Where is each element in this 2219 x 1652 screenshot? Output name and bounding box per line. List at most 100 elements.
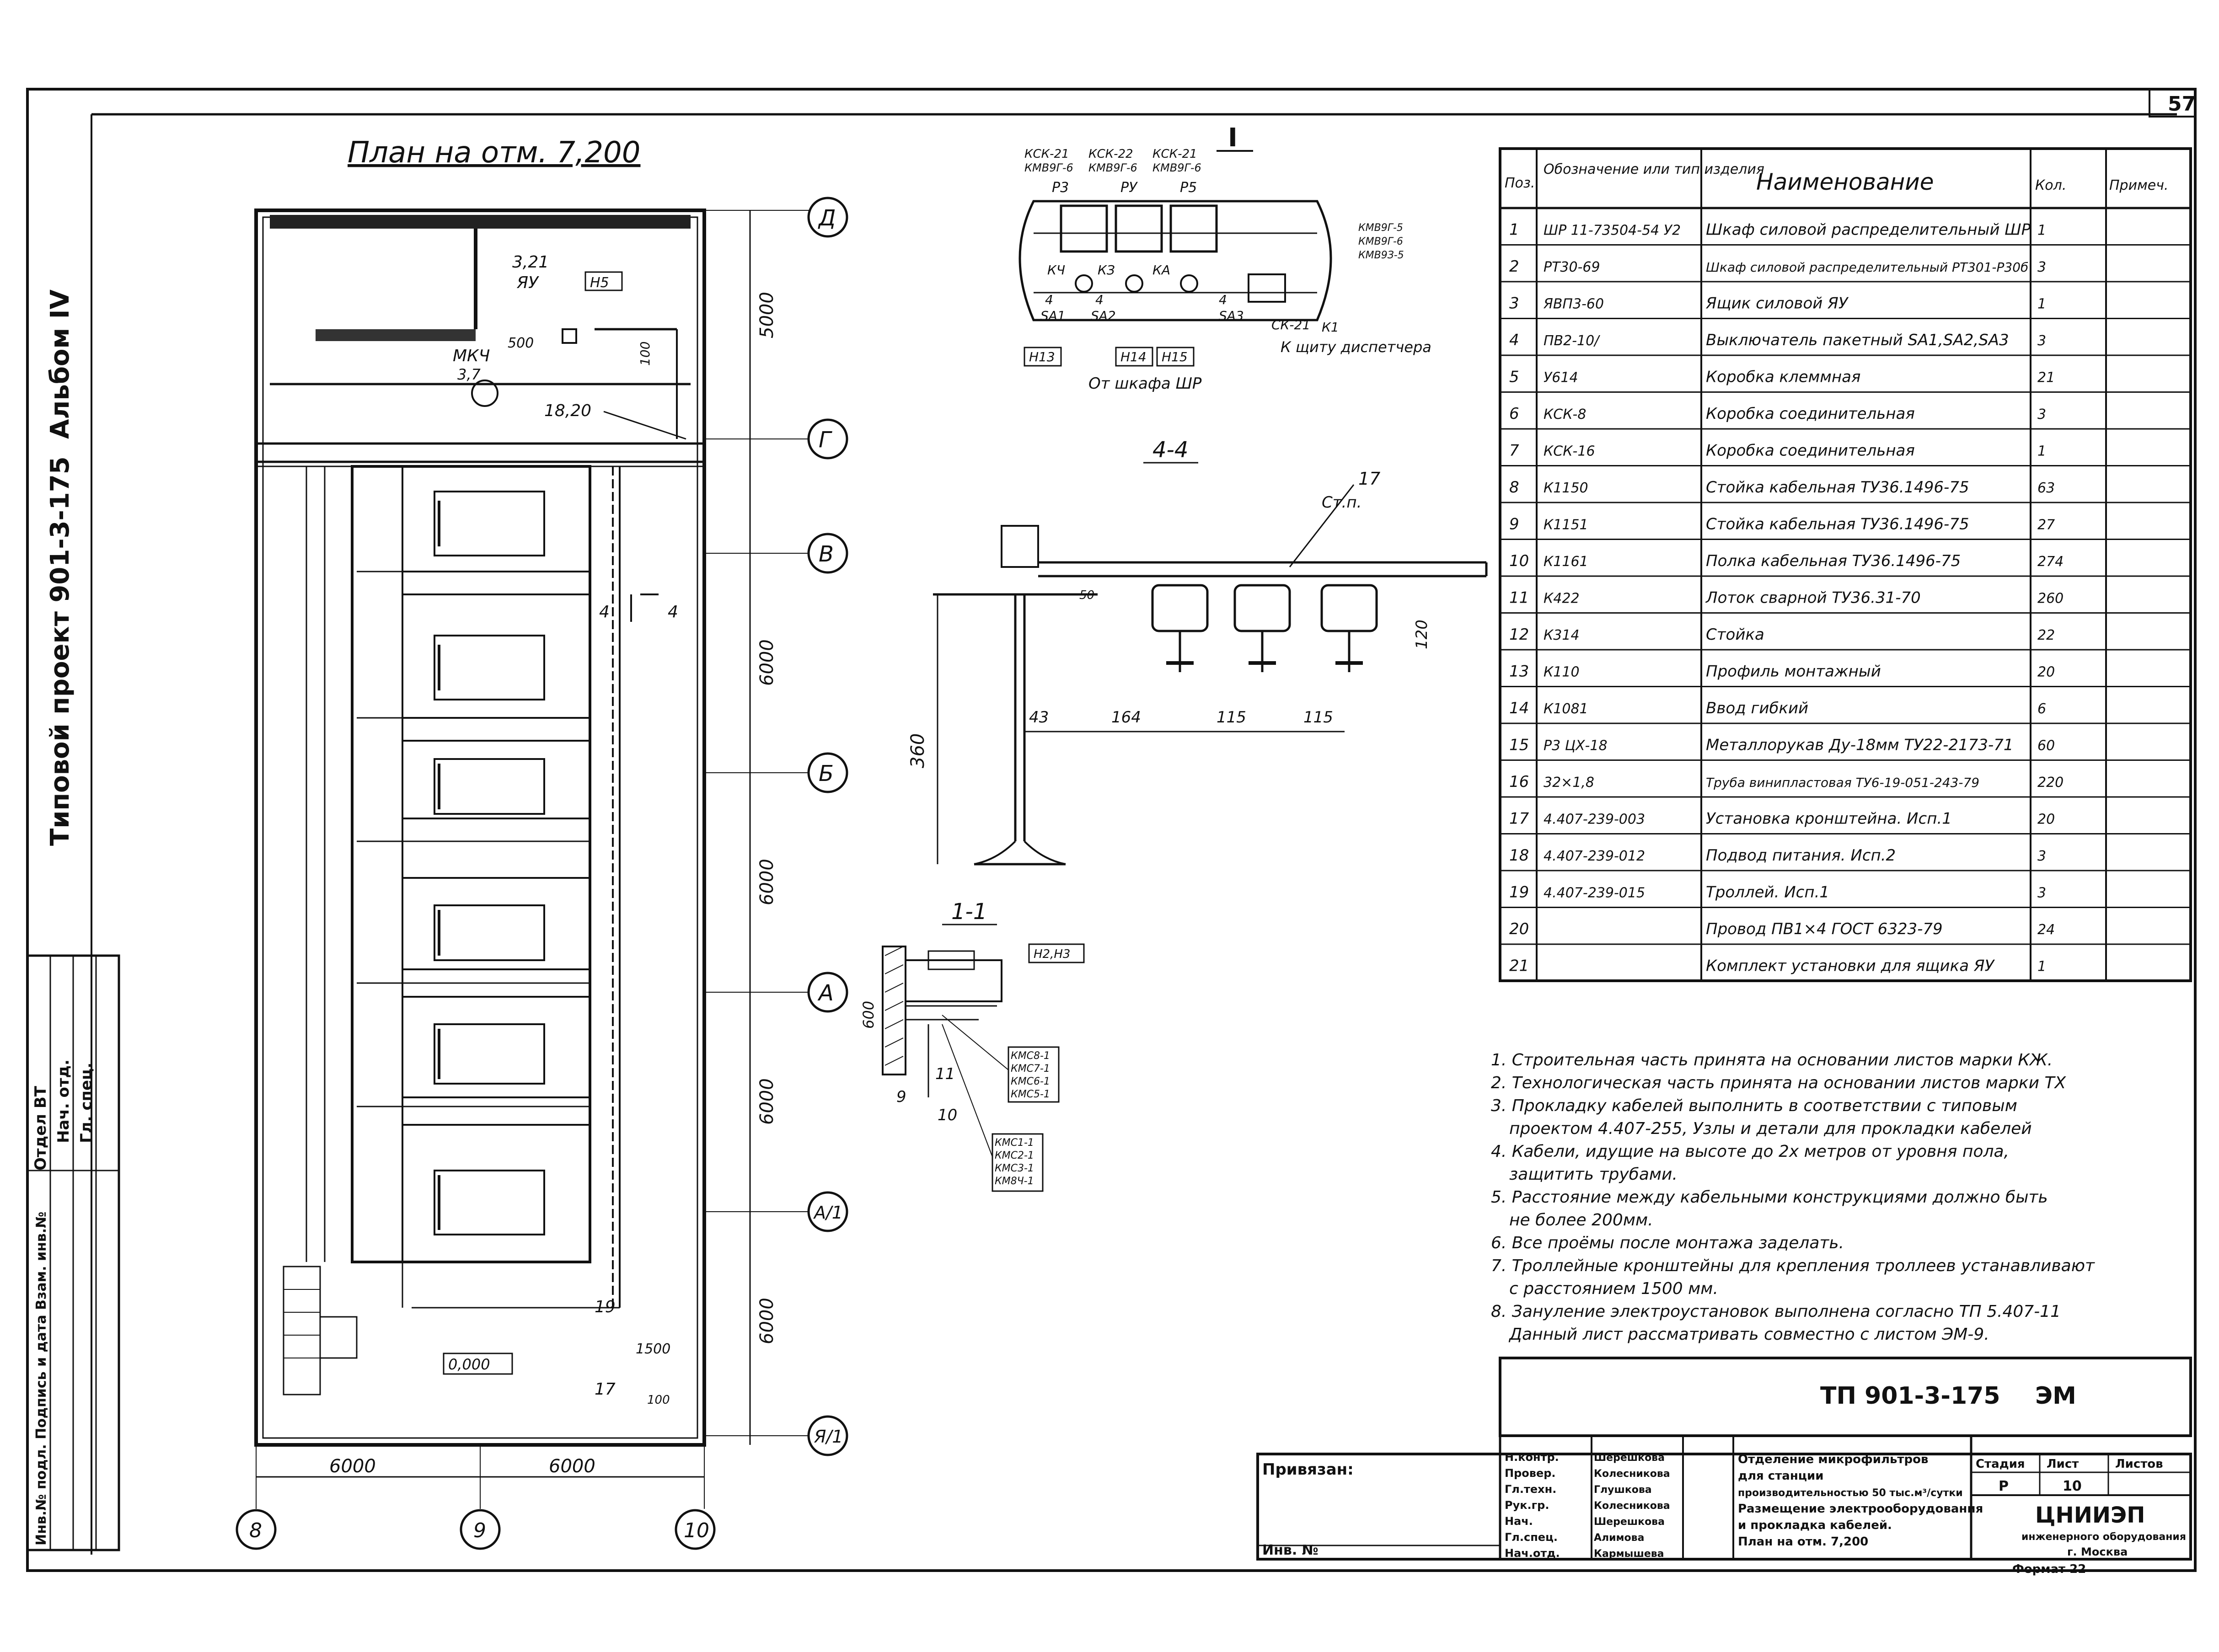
spec-cell: 18 <box>1509 846 1529 865</box>
dim-right-4: 6000 <box>756 639 777 686</box>
spec-cell: Р3 ЦХ-18 <box>1544 738 1608 754</box>
s11-tag-b4: КМ8Ч-1 <box>995 1176 1034 1187</box>
spec-cell: У614 <box>1544 370 1578 386</box>
tb-name-7: Кармышева <box>1594 1548 1664 1560</box>
d1-right-2: КМВ9Г-6 <box>1358 236 1403 247</box>
spec-cell: 22 <box>2037 627 2055 643</box>
spec-cell: 4.407-239-003 <box>1544 812 1645 828</box>
spec-cell: Профиль монтажный <box>1706 663 1881 681</box>
tb-desc-3: производительностью 50 тыс.м³/сутки <box>1738 1487 1963 1499</box>
d1-low-1: КЧ <box>1047 262 1065 278</box>
spec-cell: 4.407-239-012 <box>1544 848 1645 864</box>
d1-k1: К1 <box>1322 320 1339 335</box>
n5-tag: Н5 <box>590 275 609 291</box>
spec-cell: К110 <box>1544 664 1580 680</box>
mark-321: 3,21 <box>512 253 549 272</box>
note-line: 5. Расстояние между кабельными конструкц… <box>1491 1188 2048 1207</box>
spec-cell: К1081 <box>1544 701 1588 717</box>
axis-A: А <box>817 980 834 1006</box>
note-line: 8. Зануление электроустановок выполнена … <box>1491 1302 2061 1321</box>
tb-desc-5: и прокладка кабелей. <box>1738 1518 1892 1532</box>
section-1-1: 1-1 Н2,Н3 600 9 11 10 КМС8-1 КМС7-1 КМС6… <box>860 899 1085 1192</box>
spec-cell: Стойка кабельная ТУ36.1496-75 <box>1706 478 1969 497</box>
mark-19: 19 <box>595 1298 616 1316</box>
tb-privyazan: Привязан: <box>1262 1460 1354 1479</box>
dim-1500: 1500 <box>636 1341 670 1357</box>
filter-bay-5 <box>402 996 591 1098</box>
d1-mid-3: Р5 <box>1180 180 1197 196</box>
dim-100: 100 <box>638 342 653 366</box>
spec-cell: 24 <box>2037 922 2055 938</box>
dim-right-5: 5000 <box>756 292 777 338</box>
filter-bay-3 <box>402 740 591 819</box>
tb-role-1: Н.контр. <box>1505 1451 1559 1464</box>
dim-500: 500 <box>508 335 534 351</box>
spec-cell: 6 <box>1509 405 1519 423</box>
s44-title: 4-4 <box>1152 437 1188 463</box>
spec-cell: 19 <box>1509 883 1529 902</box>
spec-cell: Шкаф силовой распределительный РТ301-Р30… <box>1706 260 2028 275</box>
spec-cell: 21 <box>2037 370 2055 386</box>
s11-num-11: 11 <box>935 1065 955 1083</box>
spec-cell: 220 <box>2037 775 2064 791</box>
spec-cell: 27 <box>2037 517 2055 533</box>
spec-cell: Подвод питания. Исп.2 <box>1706 846 1896 865</box>
spec-cell: 3 <box>2037 848 2046 864</box>
th-qty: Кол. <box>2035 177 2066 193</box>
spec-cell: 15 <box>1509 736 1529 754</box>
tb-name-5: Шерешкова <box>1594 1516 1665 1528</box>
tb-sheets-label: Листов <box>2115 1457 2163 1471</box>
tb-desc-1: Отделение микрофильтров <box>1738 1453 1928 1466</box>
d1-sw-2: SA2 <box>1091 308 1116 323</box>
spec-cell: 1 <box>2037 296 2046 312</box>
tb-role-6: Гл.спец. <box>1505 1531 1558 1544</box>
tb-org: ЦНИИЭП <box>2035 1502 2145 1528</box>
s44-d120: 120 <box>1413 620 1431 649</box>
left-stamp: Отдел ВТ Нач. отд. Гл. спец. Инв.№ подл.… <box>26 954 120 1551</box>
dim-right-3: 6000 <box>756 859 777 905</box>
d1-top-5: КСК-21 <box>1152 147 1197 161</box>
filter-bay-1 <box>402 465 591 572</box>
d1-top-4: КМВ9Г-6 <box>1088 161 1137 174</box>
spec-cell: 14 <box>1509 699 1529 717</box>
axis-B: Б <box>819 761 834 786</box>
s44-d360: 360 <box>907 733 928 768</box>
spec-cell: 2 <box>1509 257 1519 276</box>
spec-cell: Установка кронштейна. Исп.1 <box>1706 810 1952 828</box>
s44-dim-115a: 115 <box>1217 708 1246 727</box>
note-line: защитить трубами. <box>1509 1165 1678 1184</box>
spec-cell: КСК-8 <box>1544 406 1586 422</box>
stamp-row-3: Гл. спец. <box>77 1063 96 1143</box>
spec-cell: ЯВП3-60 <box>1543 296 1604 312</box>
spec-cell: Металлорукав Ду-18мм ТУ22-2173-71 <box>1706 736 2013 754</box>
spec-cell: Стойка <box>1706 626 1764 644</box>
filter-bay-2 <box>402 593 591 719</box>
note-line: 1. Строительная часть принята на основан… <box>1491 1051 2053 1069</box>
axis-Ya1: Я/1 <box>814 1427 843 1447</box>
tb-sheet: 10 <box>2063 1478 2082 1494</box>
mark-17: 17 <box>595 1380 616 1399</box>
spec-cell: 12 <box>1509 626 1529 644</box>
d1-swnum-1: 4 <box>1045 292 1053 307</box>
detail-I-title: I <box>1228 123 1238 153</box>
s44-dim-43: 43 <box>1029 708 1049 727</box>
dim-right-1: 6000 <box>756 1298 777 1344</box>
d1-sw-3: SA3 <box>1219 308 1244 323</box>
mark-1820: 18,20 <box>544 401 591 420</box>
dim-bottom-2: 6000 <box>549 1456 595 1477</box>
title-block: ТП 901-3-175 ЭМ Привязан: Инв. № Н.контр… <box>1256 1357 2192 1576</box>
spec-cell: 1 <box>2037 223 2046 239</box>
axis-8: 8 <box>249 1519 262 1542</box>
section-4-4: 4-4 17 Ст.п. 50 120 360 43 164 115 115 <box>907 437 1488 866</box>
d1-sw-1: SA1 <box>1040 308 1066 323</box>
s11-d600: 600 <box>860 1001 877 1029</box>
d1-swnum-3: 4 <box>1219 292 1227 307</box>
d1-h14: Н14 <box>1120 349 1147 364</box>
note-line: с расстоянием 1500 мм. <box>1509 1279 1718 1298</box>
spec-cell: Провод ПВ1×4 ГОСТ 6323-79 <box>1706 920 1943 938</box>
th-pos: Поз. <box>1505 175 1535 191</box>
s11-tag-a4: КМС5-1 <box>1011 1089 1050 1100</box>
tb-sheet-label: Лист <box>2047 1457 2079 1471</box>
spec-cell: 9 <box>1509 515 1519 534</box>
